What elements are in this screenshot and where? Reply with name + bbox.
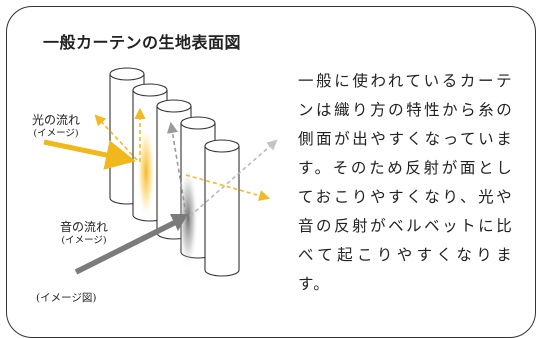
light-flow-label: 光の流れ (イメージ) — [14, 113, 98, 141]
sound-flow-label-sub: (イメージ) — [61, 235, 107, 246]
fabric-surface-diagram — [43, 67, 278, 277]
sound-reflection-arrow — [166, 121, 187, 215]
light-transmission-arrow — [185, 174, 271, 201]
panel-title: 一般カーテンの生地表面図 — [43, 33, 242, 52]
yarn-cylinder — [204, 139, 240, 277]
light-flow-label-sub: (イメージ) — [33, 128, 79, 139]
sound-scatter-arrow — [189, 139, 278, 217]
sound-flow-arrowhead — [170, 214, 188, 231]
sound-flow-arrow — [74, 219, 178, 275]
light-reflection-arrow — [94, 114, 138, 161]
description-text: 一般に使われているカーテンは織り方の特性から糸の側面が出やすくなっています。その… — [298, 72, 513, 293]
sound-flow-label-main: 音の流れ — [59, 220, 108, 234]
info-panel — [6, 6, 536, 338]
light-flow-arrow — [43, 139, 136, 170]
sound-flow-label: 音の流れ (イメージ) — [42, 220, 126, 248]
light-flow-label-main: 光の流れ — [31, 113, 80, 127]
image-caption: (イメージ図) — [36, 292, 97, 304]
light-glow — [137, 124, 155, 220]
